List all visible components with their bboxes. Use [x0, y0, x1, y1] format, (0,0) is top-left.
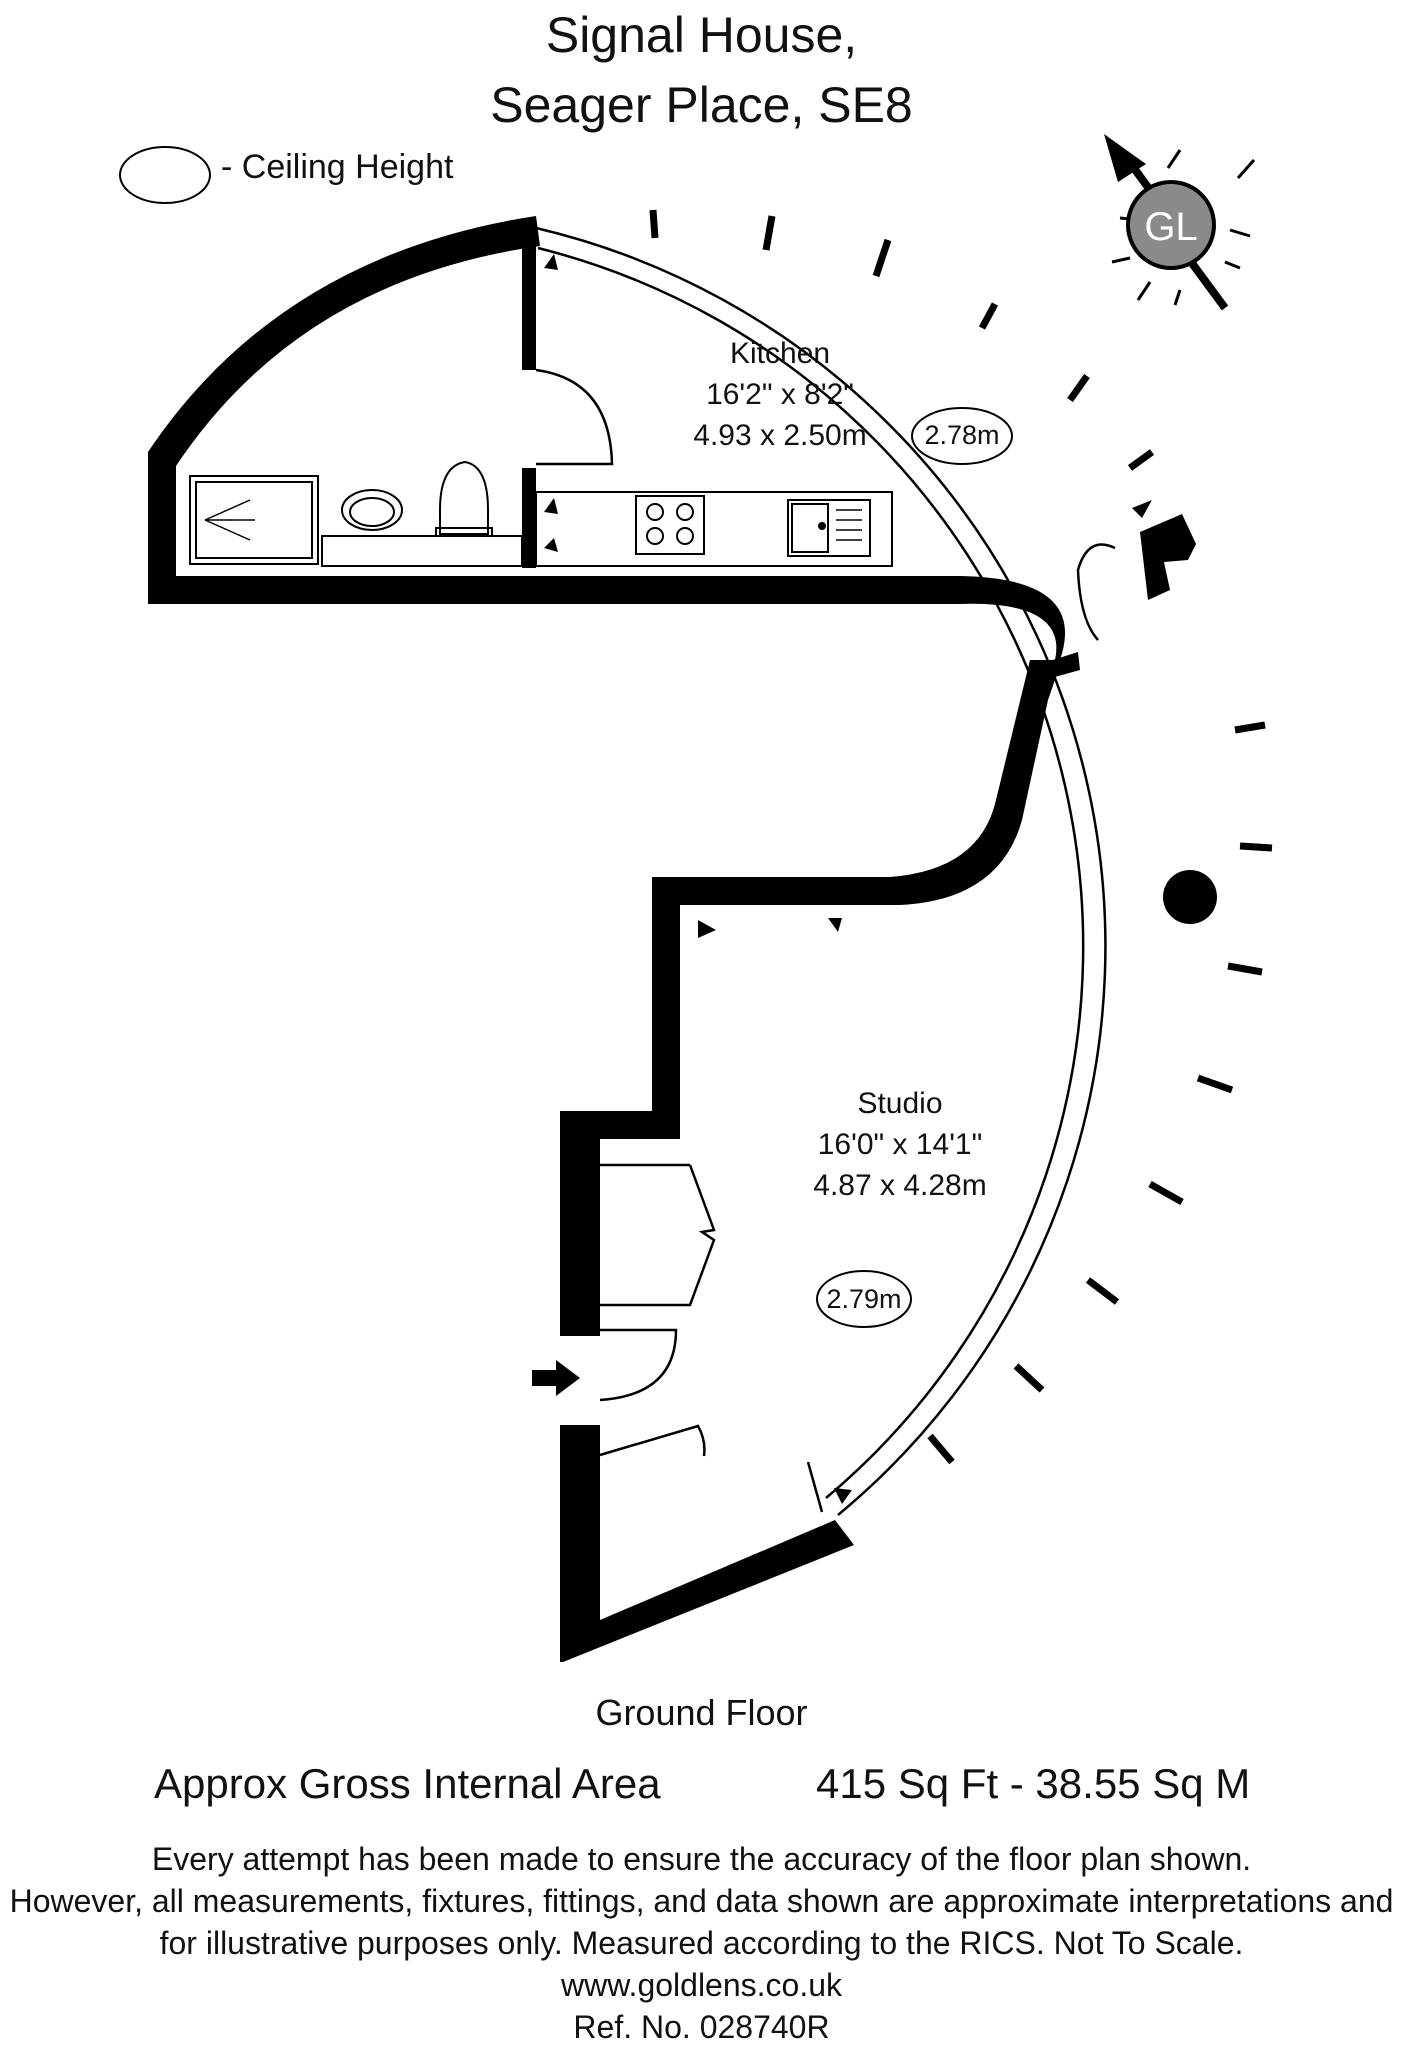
- studio-imperial: 16'0" x 14'1": [817, 1128, 983, 1161]
- kitchen-ceiling-ellipse: [911, 407, 1013, 465]
- doors: [535, 368, 1116, 1513]
- markers: [544, 254, 1152, 1504]
- compass-icon: GL: [1104, 134, 1256, 311]
- structural-column: [1163, 870, 1217, 924]
- curved-window-wall: [535, 209, 1273, 1516]
- studio-metric: 4.87 x 4.28m: [813, 1169, 987, 1202]
- disclaimer-line-3: for illustrative purposes only. Measured…: [159, 1925, 1244, 1961]
- legend-label: - Ceiling Height: [221, 148, 454, 186]
- kitchen-worktop: [535, 491, 893, 567]
- kitchen-imperial: 16'2" x 8'2": [706, 378, 854, 411]
- legend-ceiling-ellipse: [119, 146, 211, 204]
- title-line-1: Signal House,: [545, 7, 858, 63]
- compass-badge: GL: [1144, 205, 1197, 249]
- kitchen-label: Kitchen 16'2" x 8'2" 4.93 x 2.50m: [640, 333, 920, 456]
- kitchen-metric: 4.93 x 2.50m: [693, 419, 867, 452]
- kitchen-name: Kitchen: [729, 337, 831, 370]
- studio-ceiling-height: 2.79m: [826, 1284, 902, 1314]
- website-link[interactable]: www.goldlens.co.uk: [560, 1967, 843, 2003]
- reference-number: Ref. No. 028740R: [573, 2009, 830, 2045]
- kitchen-ceiling-height: 2.78m: [924, 420, 1000, 450]
- bathroom-fixtures: [189, 460, 523, 567]
- studio-label: Studio 16'0" x 14'1" 4.87 x 4.28m: [760, 1083, 1040, 1206]
- title-line-2: Seager Place, SE8: [490, 77, 913, 133]
- floor-label: Ground Floor: [595, 1692, 808, 1733]
- area-value: 415 Sq Ft - 38.55 Sq M: [816, 1760, 1251, 1807]
- area-label: Approx Gross Internal Area: [154, 1760, 661, 1807]
- disclaimer: Every attempt has been made to ensure th…: [0, 1838, 1403, 2048]
- entrance-arrow-icon: [532, 1360, 580, 1396]
- plan-title: Signal House, Seager Place, SE8: [0, 0, 1403, 140]
- walls: [148, 216, 1196, 1662]
- disclaimer-line-1: Every attempt has been made to ensure th…: [151, 1841, 1252, 1877]
- studio-name: Studio: [857, 1087, 943, 1120]
- disclaimer-line-2: However, all measurements, fixtures, fit…: [9, 1883, 1394, 1919]
- studio-ceiling-ellipse: [816, 1270, 912, 1328]
